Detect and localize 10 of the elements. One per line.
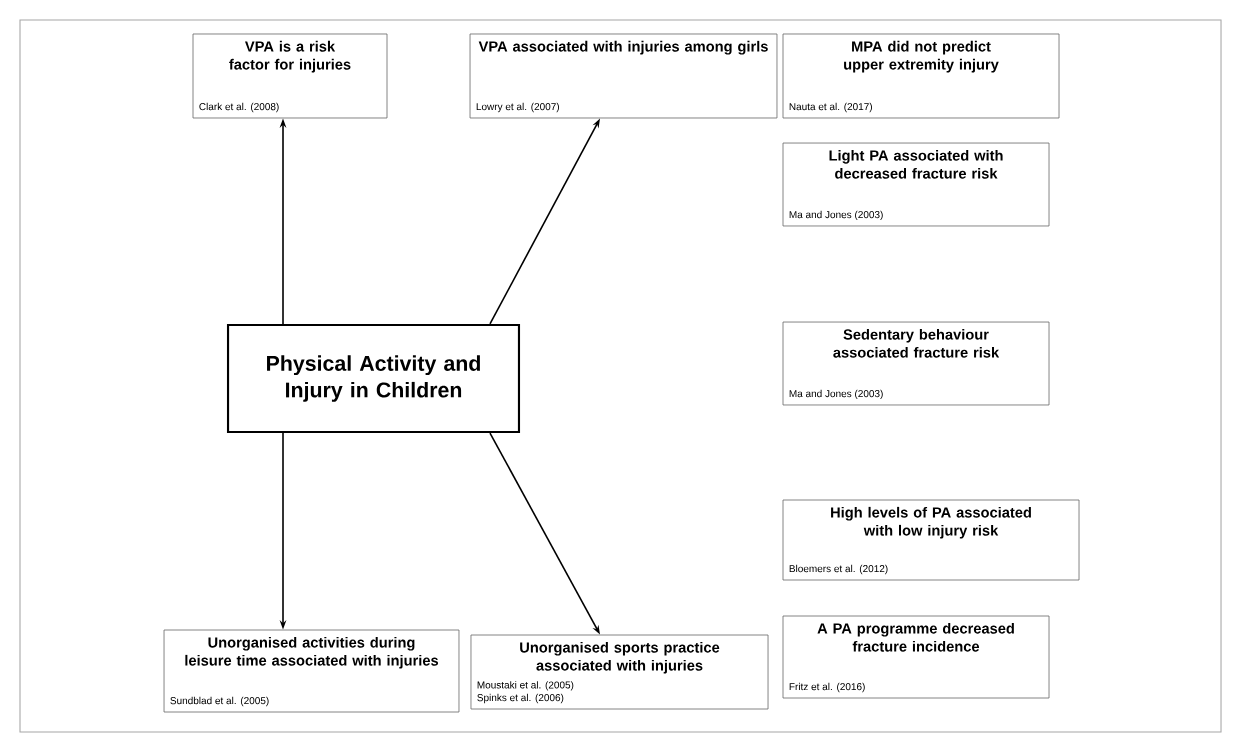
- finding-box: High levels of PA associated with low injury risk Bloemers et al. (2012): [782, 499, 1080, 581]
- finding-box: VPA associated with injuries among girls Lowry et al. (2007): [469, 33, 778, 119]
- finding-box: Unorganised activities during leisure time associated with injuries Sundblad et al. (2005): [163, 629, 460, 713]
- finding-box: VPA is a risk factor for injuries Clark et al. (2008): [192, 33, 388, 119]
- title-box: Physical Activity and Injury in Children: [226, 323, 521, 434]
- finding-box: Unorganised sports practice associated with injuries Moustaki et al. (2005) Spinks et al. (2006): [470, 634, 769, 710]
- finding-box: Sedentary behaviour associated fracture risk Ma and Jones (2003): [782, 321, 1050, 406]
- finding-box: Light PA associated with decreased fracture risk Ma and Jones (2003): [782, 142, 1050, 227]
- finding-box: MPA did not predict upper extremity injury Nauta et al. (2017): [782, 33, 1060, 119]
- finding-box: A PA programme decreased fracture incidence Fritz et al. (2016): [782, 615, 1050, 699]
